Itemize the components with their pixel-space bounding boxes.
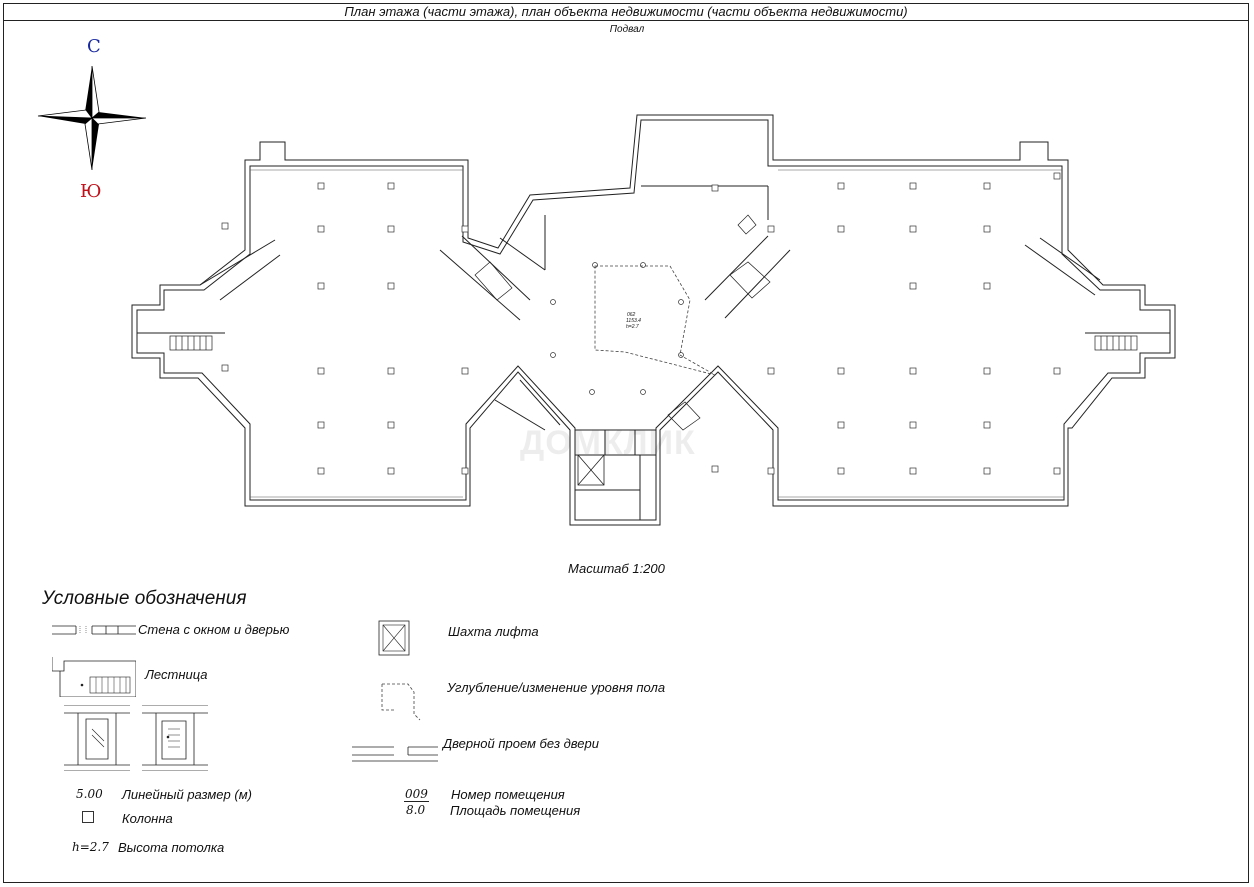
compass-icon: [37, 65, 147, 171]
center-room-number: 062: [627, 312, 636, 318]
stairs-legend-icon: [52, 657, 136, 697]
legend-stairs-label: Лестница: [145, 667, 208, 682]
doorway-legend-icon: [352, 746, 438, 762]
compass-south-label: Ю: [80, 181, 102, 202]
floor-level-change-outline: [594, 265, 716, 376]
column-grid: [221, 172, 1061, 475]
wall-with-window-door-icon: [52, 625, 136, 635]
center-room-height: h=2.7: [626, 324, 639, 330]
legend-wall-label: Стена с окном и дверью: [138, 622, 290, 637]
round-column-grid: [550, 262, 684, 395]
dimension-example: 5.00: [76, 787, 103, 801]
elevator-legend-icon: [378, 620, 410, 656]
elevator-shaft-icon: [577, 454, 605, 486]
legend-doorway-label: Дверной проем без двери: [443, 736, 599, 751]
legend-floor-level-label: Углубление/изменение уровня пола: [447, 680, 666, 695]
center-room-area: 1153.4: [626, 318, 641, 324]
legend-elevator-label: Шахта лифта: [448, 624, 539, 639]
watermark: ДОМКЛИК: [520, 424, 696, 462]
room-area-example: 8.0: [406, 803, 426, 817]
column-legend-icon: [82, 811, 94, 823]
legend-ceiling-label: Высота потолка: [118, 840, 225, 855]
stairwell-legend-icon: [64, 705, 208, 771]
dimension-marks: [250, 169, 1064, 498]
ceiling-example: h=2.7: [72, 840, 109, 854]
drawing-frame: [3, 3, 1249, 883]
building-outline: [131, 114, 1176, 526]
stairs-icon: [169, 214, 1138, 431]
scale-label: Масштаб 1:200: [568, 561, 665, 576]
legend-dimension-label: Линейный размер (м): [122, 787, 252, 802]
legend-room-number-label: Номер помещения: [451, 787, 565, 802]
legend-title: Условные обозначения: [42, 588, 247, 609]
floor-label: Подвал: [609, 24, 645, 35]
legend-column-label: Колонна: [122, 811, 173, 826]
page-title: План этажа (части этажа), план объекта н…: [3, 3, 1249, 21]
floor-level-legend-icon: [381, 683, 421, 721]
compass-north-label: С: [87, 36, 101, 57]
room-number-example: 009: [404, 787, 429, 802]
legend-room-area-label: Площадь помещения: [450, 803, 581, 818]
